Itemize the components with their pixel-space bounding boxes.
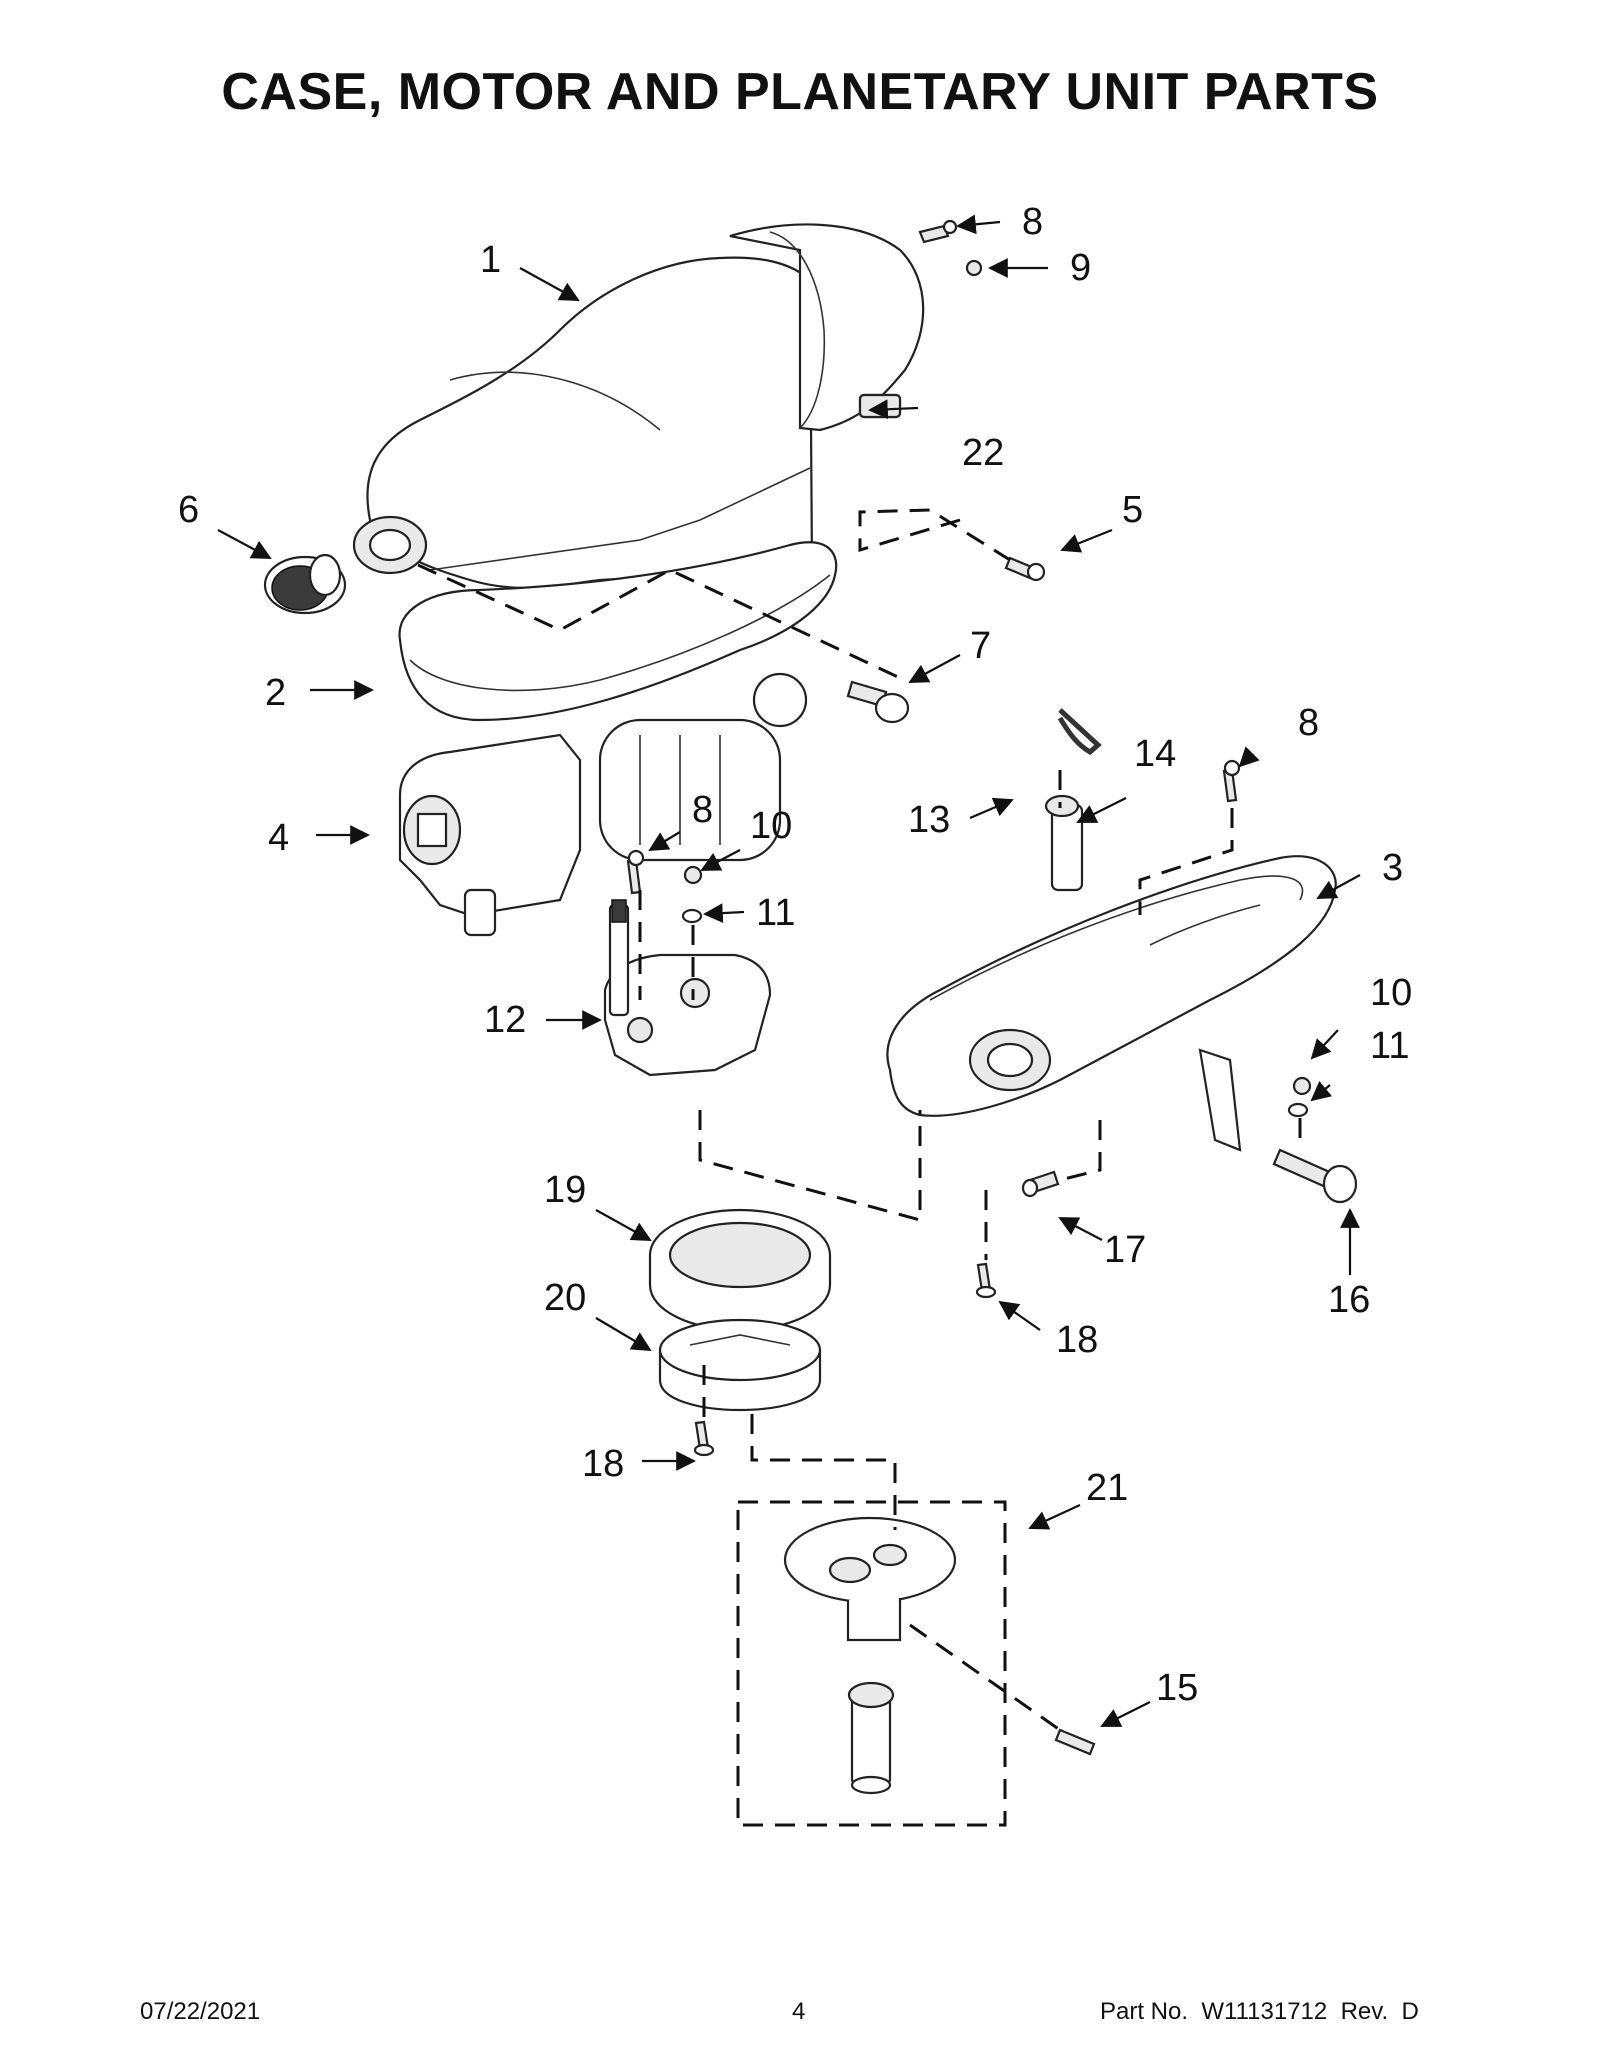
part-14-speed-control bbox=[1044, 794, 1084, 892]
part-13-lever-rod bbox=[1057, 708, 1102, 756]
callout-12: 12 bbox=[484, 999, 526, 1041]
part-9-screw bbox=[965, 259, 983, 277]
callout-8-top: 8 bbox=[1022, 201, 1043, 243]
part-8-screw-left bbox=[626, 849, 645, 895]
assembly-guide-lines bbox=[417, 508, 1302, 1732]
callout-2: 2 bbox=[265, 672, 286, 714]
callout-20: 20 bbox=[544, 1277, 586, 1319]
callout-10-right: 10 bbox=[1370, 972, 1412, 1014]
callout-5: 5 bbox=[1122, 489, 1143, 531]
callout-18-left: 18 bbox=[582, 1443, 624, 1485]
footer-page-number: 4 bbox=[792, 1998, 806, 2025]
callout-15: 15 bbox=[1156, 1667, 1198, 1709]
part-8-screw-right bbox=[1222, 759, 1241, 803]
callout-13: 13 bbox=[908, 799, 950, 841]
callout-6: 6 bbox=[178, 489, 199, 531]
part-22-rear-trim bbox=[858, 393, 902, 419]
callout-11-right: 11 bbox=[1370, 1025, 1409, 1067]
part-20-planetary-housing bbox=[658, 1318, 822, 1412]
callout-17: 17 bbox=[1104, 1229, 1146, 1271]
part-12-control-plate bbox=[603, 899, 772, 1077]
part-6-badge-cap bbox=[263, 553, 347, 615]
footer-date: 07/22/2021 bbox=[140, 1998, 261, 2025]
part-10-screw-left bbox=[683, 865, 703, 885]
part-5-screw bbox=[1004, 556, 1046, 582]
callout-14: 14 bbox=[1134, 733, 1176, 775]
part-15-pin bbox=[1054, 1728, 1096, 1756]
callout-9: 9 bbox=[1070, 247, 1091, 289]
callout-11-left: 11 bbox=[756, 892, 795, 934]
part-10-screw-right bbox=[1292, 1076, 1312, 1096]
part-18-screw-left bbox=[693, 1420, 715, 1457]
part-2-band bbox=[398, 541, 838, 722]
part-1-motor-housing bbox=[352, 223, 925, 589]
part-7-knob bbox=[846, 680, 910, 724]
callout-1: 1 bbox=[480, 239, 501, 281]
part-19-ring bbox=[648, 1208, 832, 1332]
callout-7: 7 bbox=[970, 625, 991, 667]
callout-arrows bbox=[217, 214, 1361, 1727]
part-11-washer-right bbox=[1287, 1102, 1309, 1118]
callout-21: 21 bbox=[1086, 1467, 1128, 1509]
part-4-gear-case bbox=[398, 672, 808, 937]
part-21-planetary-unit bbox=[736, 1500, 1007, 1827]
part-18-screw-right bbox=[975, 1262, 997, 1299]
callout-18-right: 18 bbox=[1056, 1319, 1098, 1361]
part-8-screw-top bbox=[918, 219, 958, 244]
callout-4: 4 bbox=[268, 817, 289, 859]
footer-part-number: Part No. W11131712 Rev. D bbox=[1100, 1998, 1419, 2025]
part-17-screw bbox=[1021, 1170, 1060, 1198]
callout-3: 3 bbox=[1382, 847, 1403, 889]
part-11-washer-left bbox=[681, 908, 703, 924]
part-3-base bbox=[886, 855, 1337, 1152]
callout-8-right: 8 bbox=[1298, 702, 1319, 744]
callout-22: 22 bbox=[962, 432, 1004, 474]
callout-labels: 1 2 3 4 5 6 7 8 9 22 8 10 11 12 13 14 8 … bbox=[178, 201, 1412, 1709]
callout-19: 19 bbox=[544, 1169, 586, 1211]
callout-10-left: 10 bbox=[750, 805, 792, 847]
part-16-hinge-pin bbox=[1272, 1148, 1358, 1204]
page-title: CASE, MOTOR AND PLANETARY UNIT PARTS bbox=[221, 63, 1379, 121]
callout-16: 16 bbox=[1328, 1279, 1370, 1321]
callout-8-left: 8 bbox=[692, 789, 713, 831]
